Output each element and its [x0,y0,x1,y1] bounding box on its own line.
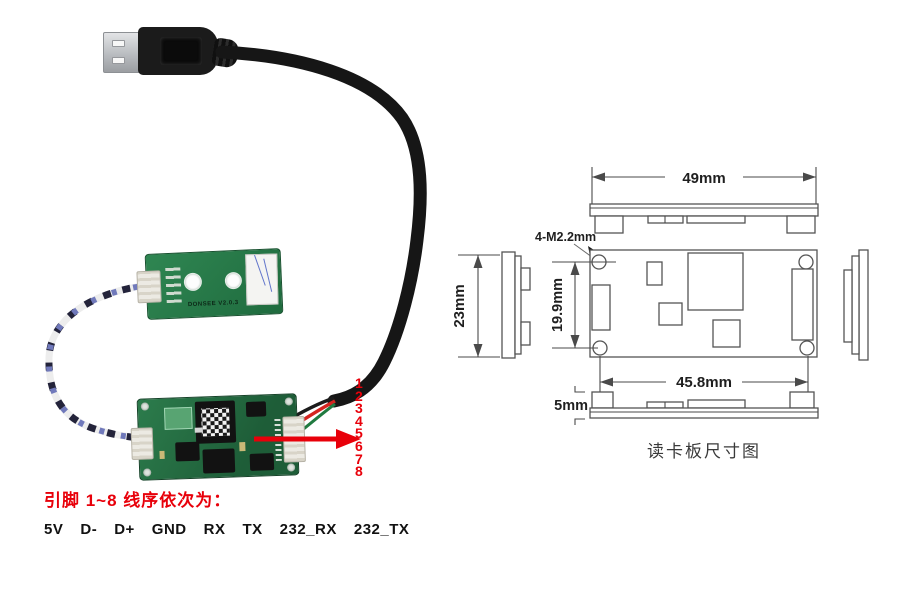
twisted-cable [45,281,151,442]
top-edge-view: 49mm [589,167,819,234]
dim-hole-offset: 19.9mm [550,278,566,332]
ic-chip [175,441,200,462]
pin-label: D- [80,521,98,538]
pin-number: 2 [355,387,363,404]
passive-component [239,442,246,452]
usb-plug-body [138,27,218,75]
dim-mounting-holes: 4-M2.2mm [535,230,596,244]
screw-hole [286,463,296,472]
small-pcb: DONSEE V2.0.3 [136,248,284,320]
pin-header-pads [274,418,282,461]
serial-label [245,253,279,306]
reader-left-connector [130,427,154,461]
mounting-hole [798,254,814,270]
dim-hole-spacing: 45.8mm [676,374,732,391]
small-pcb-connector [136,270,162,304]
pin-number-list: 1 2 3 4 5 6 7 8 [355,375,363,480]
dim-board-height: 23mm [451,284,468,327]
screw-hole [140,402,150,411]
left-side-view: 23mm [451,251,531,359]
bottom-edge-view: 45.8mm 5mm [554,356,819,425]
pin-label: GND [151,521,187,538]
reader-pcb [130,393,306,481]
screw-hole [284,397,293,406]
usb-cable [215,45,427,408]
passive-component [159,450,165,460]
usb-shield-slot [112,57,125,64]
board-top-view [589,249,818,358]
pin-label: TX [242,521,263,538]
right-side-view [843,249,869,361]
dim-edge-height: 5mm [554,398,588,414]
pcb-hole [225,272,242,289]
pcb-hole [184,273,202,291]
silkscreen-text: DONSEE V2.0.3 [187,299,239,309]
handwriting-mark [263,258,273,292]
pin-number: 1 [355,375,363,391]
pin-label: RX [203,521,226,538]
pinout-heading: 引脚 1~8 线序依次为： [44,491,232,510]
usb-metal-shield [103,32,141,73]
dim-board-width: 49mm [682,170,725,187]
screw-hole [143,468,152,477]
dimension-diagram: 49mm 4-M2.2mm 23mm [451,167,869,461]
ic-chip [202,448,236,474]
pin-number: 7 [355,450,363,467]
main-chip [194,400,237,444]
mounting-hole [799,340,815,356]
pinout-label-row: 5V D- D+ GND RX TX 232_RX 232_TX [44,521,409,538]
ic-chip [249,453,275,471]
usb-shield-slot [112,40,125,47]
shield-can [163,406,193,430]
usb-plug-inset [160,37,202,65]
pin-label: 232_TX [353,521,410,538]
pin-label: 5V [44,521,64,538]
reader-right-connector [282,415,306,463]
passive-component [194,427,203,433]
pin-number: 3 [355,400,363,417]
pin-number: 4 [355,412,363,429]
pin-label: D+ [114,521,135,538]
hole-offset-dim: 19.9mm [550,261,616,349]
diagram-caption: 读卡板尺寸图 [647,442,761,461]
pin-label: 232_RX [279,521,337,538]
qr-code-label [200,407,230,437]
pin-number: 8 [355,463,363,480]
solder-pads [165,266,182,304]
ic-chip [245,401,267,417]
